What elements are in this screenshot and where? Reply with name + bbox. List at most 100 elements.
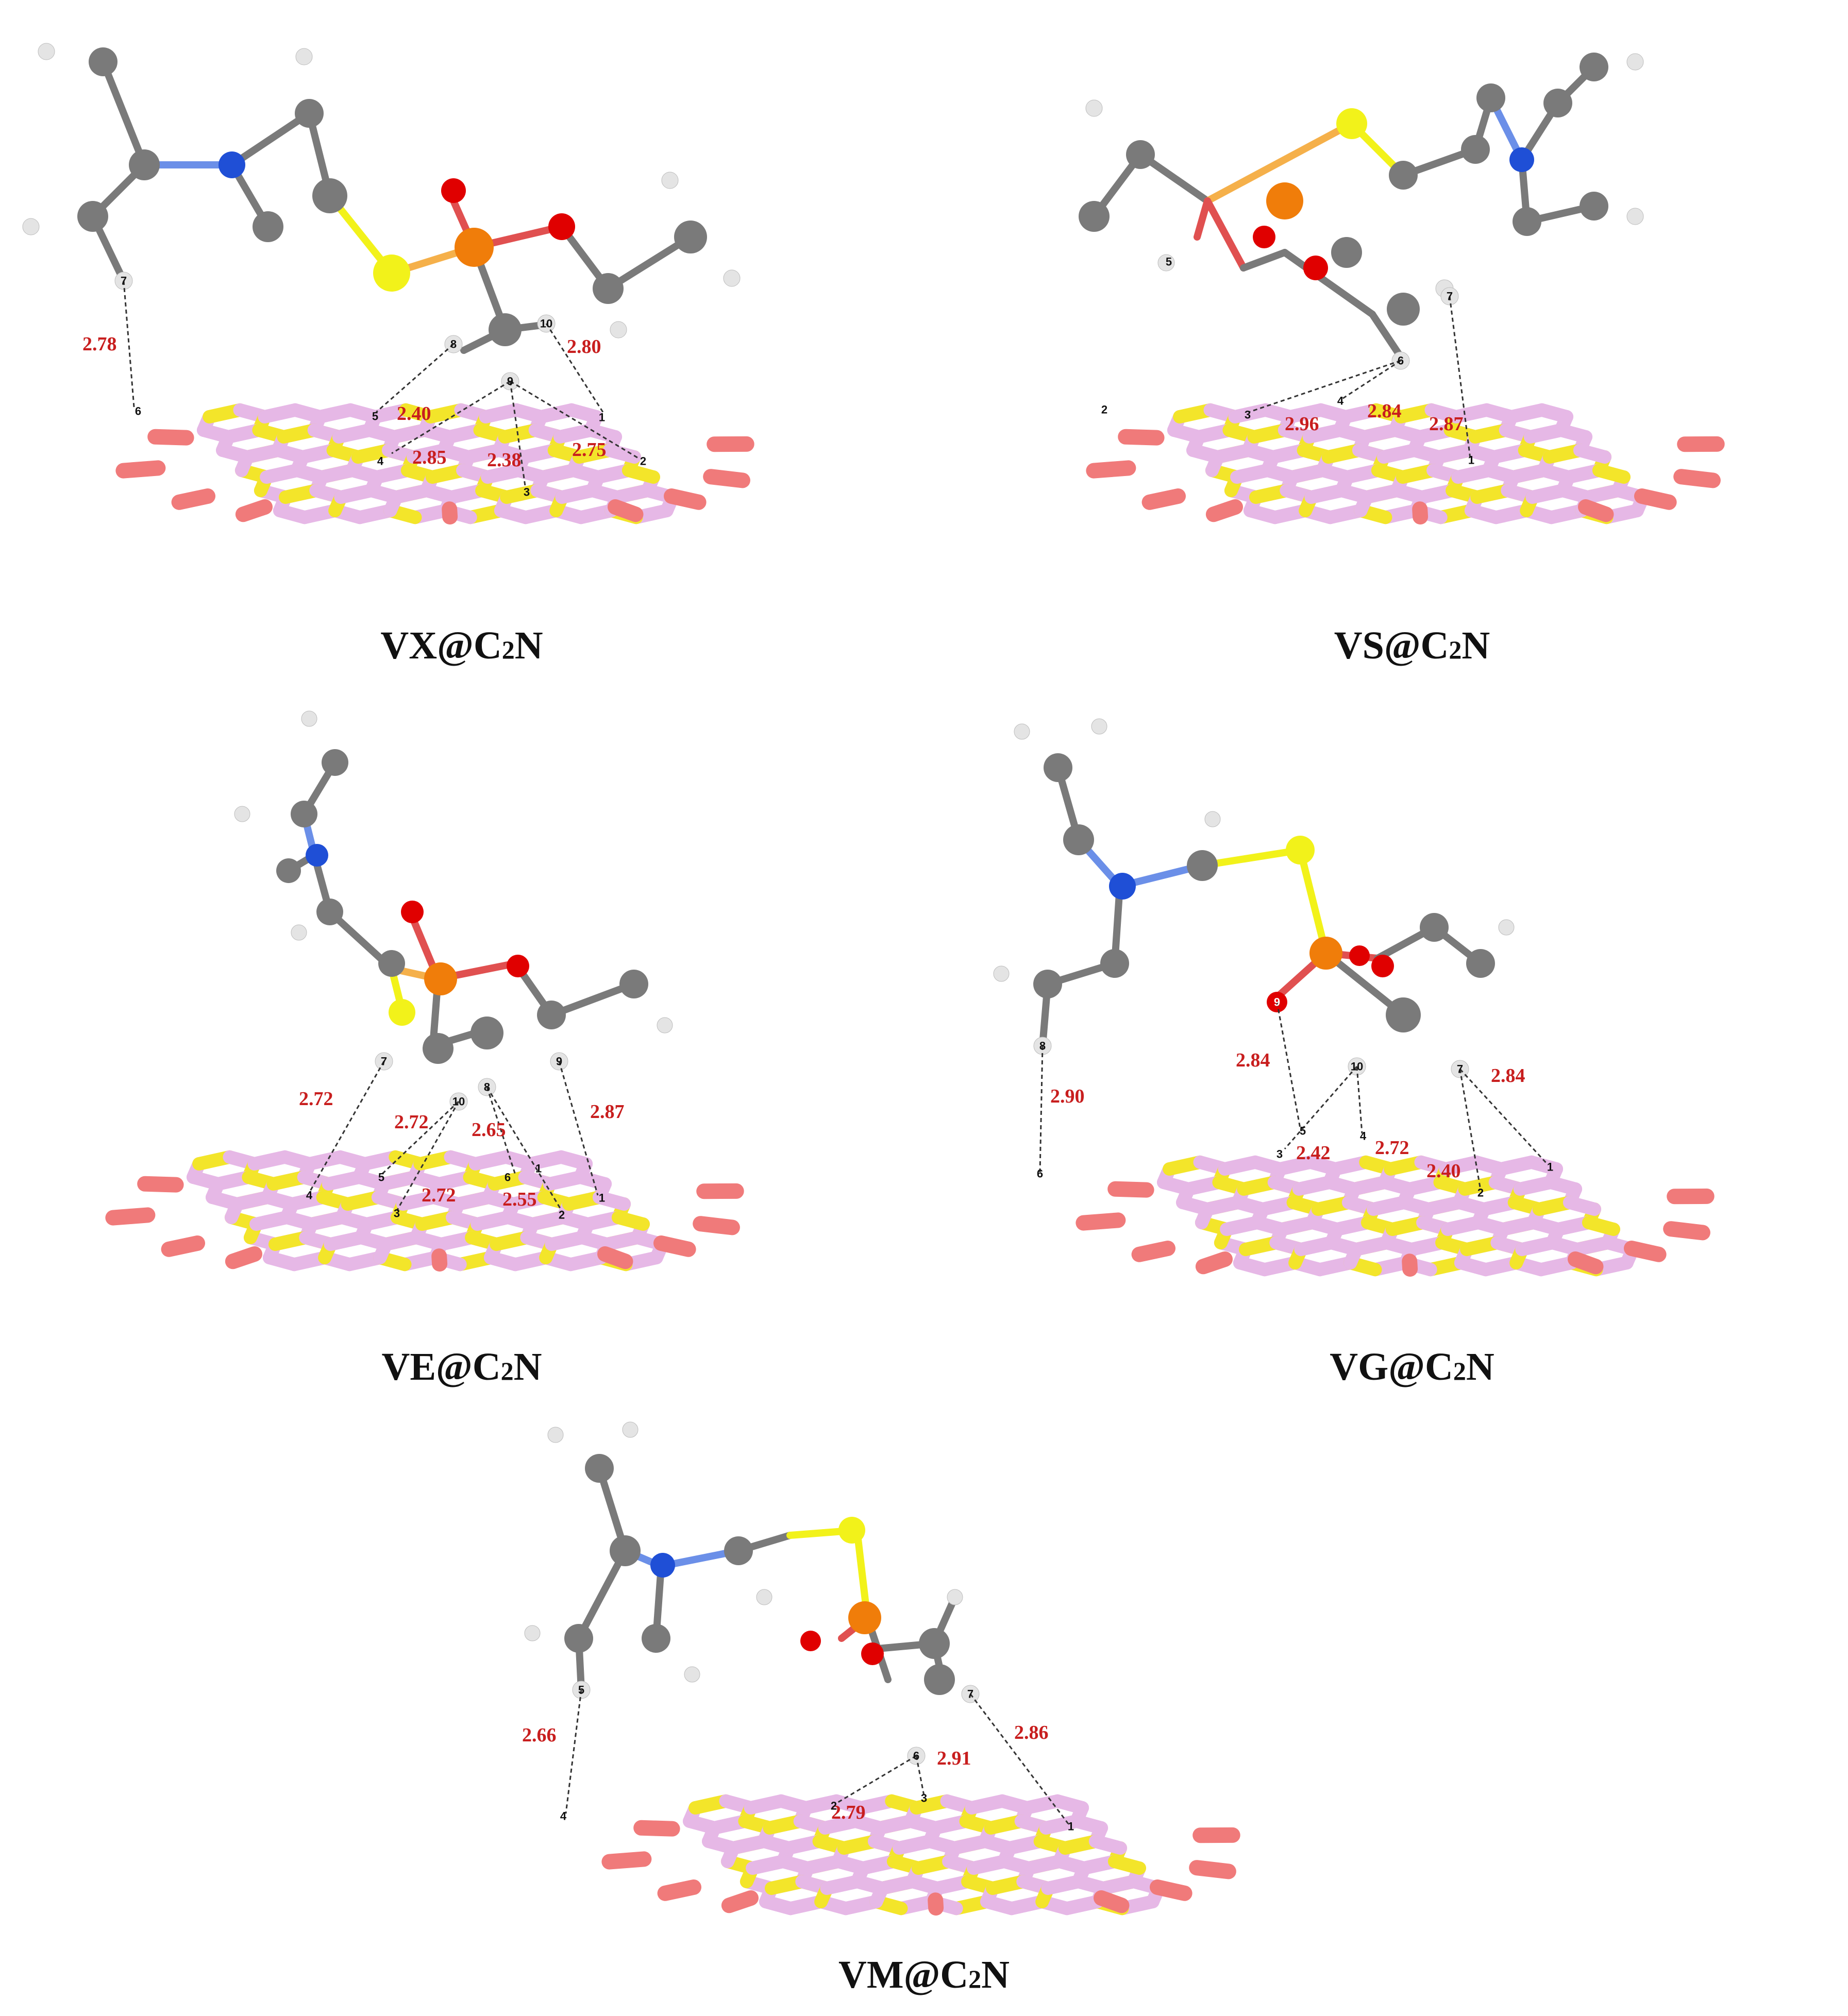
atom-number: 8	[484, 1081, 490, 1094]
hydrogen-atom	[657, 1017, 673, 1034]
sheet-cc-bond	[1563, 1196, 1602, 1216]
hydrogen-atom	[622, 1421, 639, 1438]
atom-number: 1	[1068, 1820, 1074, 1833]
carbon-atom	[1079, 201, 1110, 232]
atom-number: 2	[1101, 403, 1107, 416]
c2n-sheet	[1076, 1155, 1715, 1277]
sheet-edge-hydrogen	[1673, 469, 1721, 488]
sheet-edge-hydrogen	[161, 1235, 205, 1257]
carbon-atom	[564, 1624, 593, 1653]
hydrogen-atom	[1626, 53, 1644, 71]
sheet-edge-hydrogen	[1131, 1241, 1175, 1262]
atom-number: 4	[1337, 395, 1344, 408]
molecule-ve: 2.72 2.72 2.65 2.87 2.72 2.55 7 10 8 9 4…	[234, 710, 673, 1222]
carbon-atom	[1126, 140, 1155, 169]
atom-number: 10	[452, 1095, 465, 1108]
carbon-atom	[1044, 753, 1072, 782]
hydrogen-atom	[234, 806, 250, 822]
panel-caption-ve: VE@C2N	[381, 1345, 542, 1388]
sheet-edge-hydrogen	[1189, 1860, 1236, 1879]
sheet-cc-bond	[555, 1150, 593, 1171]
carbon-atom	[674, 221, 707, 253]
panel-caption-vs: VS@C2N	[1334, 624, 1490, 667]
sheet-edge-hydrogen	[928, 1892, 944, 1916]
distance-label: 2.86	[1014, 1722, 1049, 1743]
atoms	[993, 718, 1515, 1078]
carbon-atom	[276, 858, 301, 883]
hydrogen-atom	[38, 43, 55, 60]
sheet-edge-hydrogen	[1094, 1890, 1130, 1913]
sheet-edge-hydrogen	[657, 1879, 701, 1901]
carbon-atom	[77, 201, 108, 232]
atom-number: 6	[135, 405, 141, 418]
carbon-atom	[1331, 237, 1362, 268]
sheet-cc-bond	[1544, 1175, 1583, 1196]
hydrogen-atom	[547, 1427, 564, 1443]
sheet-cn-bond	[621, 464, 660, 484]
atom-number: 6	[505, 1171, 511, 1184]
atom-number: 6	[1398, 354, 1404, 367]
carbon-atom	[642, 1624, 670, 1653]
molecule-vx: 2.78 2.40 2.85 2.38 2.75 2.80 7 6 8 10 9…	[22, 43, 741, 499]
oxygen-atom	[1253, 226, 1275, 248]
atom-number: 9	[556, 1055, 562, 1068]
nitrogen-atom	[1109, 873, 1136, 900]
molecule-vs: 2.96 2.84 2.87 5 7 6 2 3 4 1	[1079, 53, 1644, 467]
panel-caption-vx: VX@C2N	[380, 624, 543, 667]
hydrogen-atom	[1626, 208, 1644, 225]
atom-number: 7	[967, 1688, 973, 1701]
sheet-cc-bond	[1573, 444, 1612, 464]
carbon-atom	[1580, 192, 1608, 221]
hydrogen-atom	[661, 172, 679, 189]
sheet-cc-bond	[574, 1170, 612, 1191]
subscript: 2	[1453, 1357, 1466, 1385]
sheet-edge-hydrogen	[1150, 1879, 1192, 1901]
interaction-lines	[308, 1061, 599, 1211]
hydrogen-atom	[291, 924, 307, 941]
hydrogen-atom	[947, 1589, 963, 1605]
nitrogen-atom	[1509, 147, 1534, 172]
carbon-atom	[1187, 850, 1218, 881]
atom-number: 8	[1039, 1040, 1046, 1053]
sheet-cc-bond	[1525, 1155, 1564, 1176]
atom-number: 1	[535, 1162, 542, 1175]
sheet-edge-hydrogen	[431, 1248, 448, 1272]
sheet-edge-hydrogen	[1663, 1221, 1710, 1241]
carbon-atom	[1580, 53, 1608, 81]
atom-number: 10	[540, 317, 552, 330]
atom-number: 9	[507, 375, 513, 388]
carbon-atom	[423, 1033, 453, 1064]
distance-label: 2.66	[522, 1724, 557, 1746]
sheet-edge-hydrogen	[1118, 429, 1165, 446]
subscript: 2	[501, 635, 515, 664]
carbon-atom	[585, 1454, 614, 1483]
oxygen-atom	[1371, 955, 1394, 977]
atom-number: 4	[306, 1189, 313, 1202]
carbon-atom	[1476, 83, 1505, 112]
phosphorus-atom	[455, 228, 494, 267]
atom-number: 5	[1166, 256, 1172, 268]
atom-number: 3	[1245, 409, 1251, 421]
sheet-edge-hydrogen	[1624, 1241, 1667, 1262]
distance-label: 2.72	[422, 1184, 456, 1206]
carbon-atom	[1420, 913, 1449, 942]
panel-vx: 2.78 2.40 2.85 2.38 2.75 2.80 7 6 8 10 9…	[22, 43, 754, 524]
sheet-edge-hydrogen	[721, 1890, 759, 1913]
atoms	[1079, 53, 1644, 370]
atom-numbers: 5 6 3 7 4 2 1	[560, 1684, 1074, 1833]
oxygen-atom	[548, 213, 575, 240]
sheet-cc-bond	[1051, 1794, 1089, 1815]
sheet-edge-hydrogen	[105, 1207, 156, 1226]
hydrogen-atom	[301, 710, 317, 727]
sheet-cc-bond	[1535, 403, 1574, 423]
nitrogen-atom	[219, 151, 245, 178]
oxygen-atom	[401, 901, 424, 923]
sulfur-atom	[373, 255, 410, 292]
carbon-atom	[253, 211, 283, 242]
sheet-cc-bond	[584, 423, 623, 444]
distance-label: 2.79	[831, 1802, 866, 1823]
sheet-cn-bond	[1107, 1855, 1146, 1875]
nitrogen-atom	[650, 1553, 675, 1578]
atom-number: 4	[560, 1810, 567, 1823]
subscript: 2	[968, 1964, 982, 1993]
